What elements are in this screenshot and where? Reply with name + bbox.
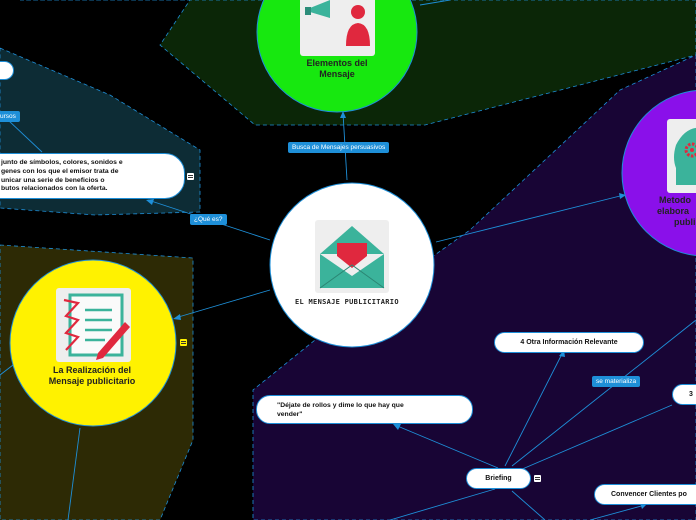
tag-que-es[interactable]: ¿Qué es? [190,214,227,225]
dejate-line-2: vender" [277,410,303,418]
three-pill[interactable]: 3 [672,384,696,405]
tag-recursos[interactable]: ursos [0,111,20,122]
definicion-line-4: butos relacionados con la oferta. [1,185,108,193]
cutoff-pill[interactable] [0,61,14,80]
realizacion-label: La Realización del Mensaje publicitario [48,365,136,386]
central-title: EL MENSAJE PUBLICITARIO [295,298,399,306]
note-icon[interactable] [187,173,194,180]
note-icon[interactable] [534,475,541,482]
tag-se-materializa[interactable]: se materializa [592,376,641,387]
metodo-label-2: elabora [657,206,690,216]
dejate-pill[interactable]: "Déjate de rollos y dime lo que hay que … [256,395,473,424]
otra-informacion-pill[interactable]: 4 Otra Información Relevante [494,332,644,353]
definicion-pill[interactable]: junto de símbolos, colores, sonidos e ge… [0,153,185,199]
elementos-label: Elementos del Mensaje [306,58,368,79]
head-gear-icon [667,119,696,193]
tag-busca-mensajes[interactable]: Busca de Mensajes persuasivos [288,142,390,153]
metodo-label-3: publi [674,217,696,227]
definicion-line-2: genes con los que el emisor trata de [1,167,119,175]
definicion-line-3: unicar una serie de beneficios o [1,176,105,184]
note-icon[interactable] [180,339,187,346]
dejate-line-1: "Déjate de rollos y dime lo que hay que [277,402,404,409]
checklist-pencil-icon [56,288,131,362]
envelope-heart-icon [315,220,389,293]
megaphone-person-icon [300,0,375,56]
definicion-line-1: junto de símbolos, colores, sonidos e [1,159,123,166]
briefing-pill[interactable]: Briefing [466,468,531,489]
metodo-label-1: Metodo [659,195,691,205]
convencer-pill[interactable]: Convencer Clientes po [594,484,696,505]
